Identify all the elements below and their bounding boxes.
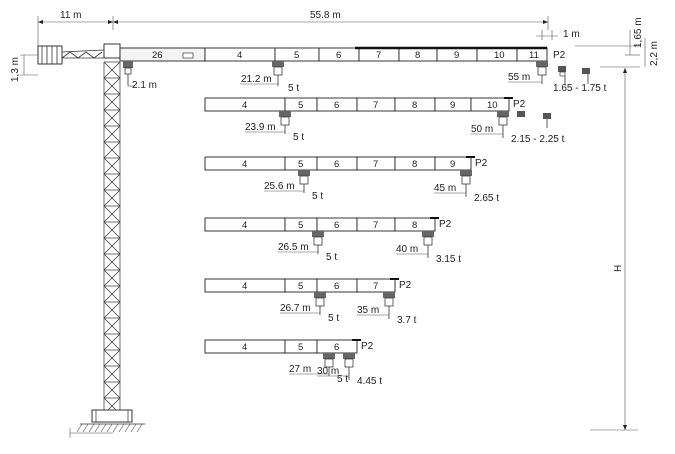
counter-height: 1,3 m [10, 57, 21, 82]
config-2-segment-label-4: 4 [242, 159, 247, 170]
config-3-segment-label-8: 8 [412, 220, 417, 231]
config-4-segment-label-7: 7 [373, 281, 378, 292]
config-1-far-hook [498, 116, 508, 126]
config-1-segment-label-7: 7 [373, 100, 378, 111]
config-1-segment-label-5: 5 [298, 100, 303, 111]
config-1-near-radius: 23.9 m [245, 122, 276, 133]
config-4-near-radius: 26.7 m [280, 303, 311, 314]
config-4-far-hook [384, 297, 394, 307]
config-5-segment-6 [316, 339, 358, 354]
config-2-segment-label-9: 9 [450, 159, 455, 170]
top-segment-label-10: 10 [494, 50, 505, 61]
config-2-tip-label: P2 [475, 158, 488, 169]
top-near-load: 5 t [288, 83, 299, 94]
jib-config-5: 4 5 6 P2 27 m 5 t30 m 4.45 t [204, 339, 382, 387]
config-4-segment-label-6: 6 [334, 281, 339, 292]
config-1-tip-label: P2 [513, 99, 526, 110]
max-radius-length: 55.8 m [310, 10, 341, 21]
config-2-segment-label-8: 8 [412, 159, 417, 170]
config-1-segment-10 [470, 97, 510, 112]
config-3-near-load: 5 t [326, 252, 337, 263]
config-4-far-radius: 35 m [357, 305, 379, 316]
top-segment-label-6: 6 [336, 50, 341, 61]
crane-tower [69, 61, 145, 438]
config-5-segment-label-5: 5 [298, 342, 303, 353]
config-5-far-radius: 30 m [317, 366, 339, 377]
top-far-radius: 55 m [508, 72, 530, 83]
config-2-segment-label-7: 7 [373, 159, 378, 170]
config-4-segment-label-5: 5 [298, 281, 303, 292]
jib-config-1: 4 5 6 7 8 9 10 P2 23.9 m 5 t 50 m 2.15 - 2.25 t [204, 97, 565, 145]
config-5-near-radius: 27 m [289, 364, 311, 375]
config-2-segment-label-6: 6 [334, 159, 339, 170]
config-3-near-radius: 26.5 m [278, 242, 309, 253]
config-2-far-load: 2.65 t [474, 193, 499, 204]
hook-block-far [508, 61, 590, 84]
config-2-far-hook [461, 175, 471, 185]
top-segment-label-5: 5 [294, 50, 299, 61]
config-5-near-load: 5 t [337, 374, 348, 385]
jib-config-3: 4 5 6 7 8 P2 26.5 m 5 t 40 m 3.15 t [204, 217, 461, 265]
config-2-near-hook [299, 175, 309, 185]
config-3-near-hook [313, 236, 323, 246]
jib-config-4: 4 5 6 7 P2 26.7 m 5 t 35 m 3.7 t [204, 278, 417, 326]
top-segment-label-4: 4 [237, 50, 242, 61]
config-2-far-radius: 45 m [434, 183, 456, 194]
counter-jib-length: 11 m [60, 10, 82, 21]
top-segment-label-7: 7 [376, 50, 381, 61]
config-2-near-load: 5 t [312, 191, 323, 202]
first-hook-distance: 2.1 m [132, 80, 157, 91]
config-1-near-load: 5 t [293, 132, 304, 143]
top-jib-config: 26 4 5 6 7 8 9 10 11 P2 2.1 m 21.2 m 5 t [37, 43, 607, 94]
config-5-far-load: 4.45 t [357, 376, 382, 387]
top-height-2: 2,2 m [649, 41, 660, 66]
config-5-far-hook [344, 358, 354, 368]
jib-config-2: 4 5 6 7 8 9 P2 25.6 m 5 t 45 m 2.65 t [204, 156, 499, 204]
config-5-segment-label-6: 6 [334, 342, 339, 353]
top-far-load: 1.65 - 1.75 t [553, 83, 607, 94]
hook-block-near [240, 61, 284, 86]
config-3-segment-label-6: 6 [334, 220, 339, 231]
top-height-1: 1,65 m [633, 17, 644, 48]
config-4-near-load: 5 t [328, 313, 339, 324]
tip-offset-length: 1 m [563, 29, 580, 40]
config-3-far-load: 3.15 t [436, 254, 461, 265]
config-4-segment-7 [356, 278, 396, 293]
top-segment-label-11: 11 [529, 50, 539, 61]
config-2-near-radius: 25.6 m [264, 181, 295, 192]
config-2-segment-9 [434, 156, 472, 171]
top-near-radius: 21.2 m [241, 74, 272, 85]
config-1-segment-label-10: 10 [487, 100, 498, 111]
config-3-segment-8 [394, 217, 436, 232]
config-3-segment-label-7: 7 [373, 220, 378, 231]
config-1-far-load: 2.15 - 2.25 t [511, 134, 565, 145]
config-1-segment-label-6: 6 [334, 100, 339, 111]
config-3-far-radius: 40 m [396, 244, 418, 255]
top-segment-label-9: 9 [454, 50, 459, 61]
config-3-far-hook [423, 236, 433, 246]
config-4-far-load: 3.7 t [397, 315, 417, 326]
config-3-segment-label-5: 5 [298, 220, 303, 231]
dimension-lines: 11 m 55.8 m 1 m 1,65 m 2,2 m H 1,3 m [10, 10, 660, 431]
config-2-segment-label-5: 5 [298, 159, 303, 170]
counterweight-segment: 26 [152, 50, 163, 61]
config-4-near-hook [315, 297, 325, 307]
config-1-segment-label-4: 4 [242, 100, 247, 111]
top-segment-label-8: 8 [415, 50, 420, 61]
config-5-segment-label-4: 4 [242, 342, 247, 353]
config-1-near-hook [280, 116, 290, 126]
config-4-segment-label-4: 4 [242, 281, 247, 292]
config-1-far-radius: 50 m [471, 124, 493, 135]
config-5-tip-label: P2 [361, 341, 374, 352]
config-3-segment-label-4: 4 [242, 220, 247, 231]
top-tip-label: P2 [553, 50, 566, 61]
hook-block-mast [123, 61, 135, 87]
config-1-segment-label-8: 8 [412, 100, 417, 111]
height-label: H [613, 265, 624, 272]
config-1-segment-label-9: 9 [450, 100, 455, 111]
config-4-tip-label: P2 [399, 280, 412, 291]
config-3-tip-label: P2 [439, 219, 452, 230]
